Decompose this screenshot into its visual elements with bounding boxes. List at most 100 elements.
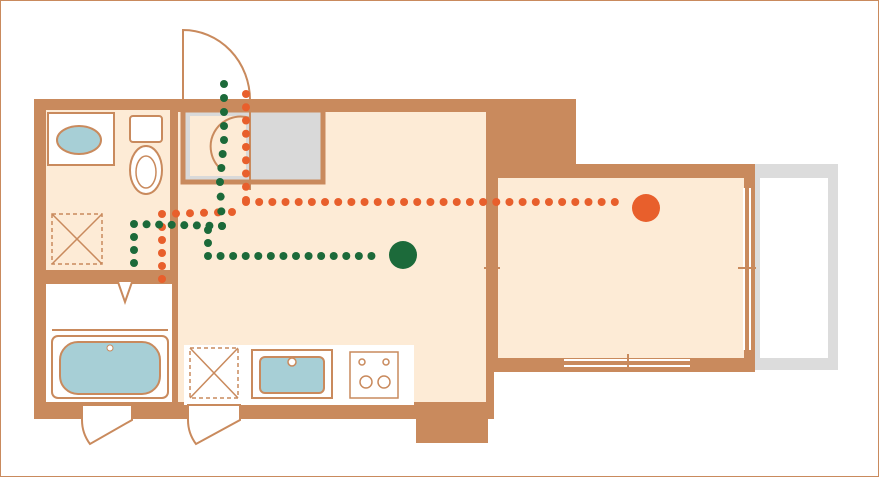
route-dot — [367, 252, 376, 260]
route-dot — [204, 252, 212, 260]
route-dot — [386, 198, 395, 206]
route-dot — [597, 198, 606, 206]
route-dot — [220, 136, 228, 144]
route-dot — [505, 198, 514, 206]
bathroom-outer-door-icon[interactable] — [81, 404, 133, 446]
route-dot — [242, 143, 250, 151]
sliding-partition — [484, 178, 500, 358]
entrance-door-icon[interactable] — [182, 28, 252, 190]
route-dot — [400, 198, 409, 206]
route-dot — [242, 182, 250, 191]
bathtub-icon — [51, 329, 169, 399]
route-dot — [242, 116, 250, 125]
routes-layer — [130, 80, 660, 283]
route-dot — [266, 252, 275, 260]
route-dot — [216, 192, 225, 201]
route-dot — [241, 252, 250, 260]
route-dot — [354, 252, 363, 260]
route-dot — [307, 198, 316, 206]
route-dot — [218, 150, 227, 158]
route-dot — [452, 198, 461, 206]
route-dot — [200, 208, 208, 217]
route-dot — [217, 164, 226, 172]
wash-basin-icon — [47, 112, 115, 166]
route-dot — [155, 220, 164, 229]
route-dot — [228, 208, 236, 216]
route-dot — [373, 198, 382, 206]
route-dot — [242, 129, 250, 138]
route-dot — [242, 103, 250, 112]
route-dot — [242, 169, 250, 178]
route-dot — [360, 198, 369, 206]
route-dot — [254, 252, 263, 260]
route-dot — [304, 252, 313, 260]
bathroom-door-icon — [117, 281, 133, 306]
route-dot — [186, 209, 194, 218]
route-dot — [158, 275, 166, 283]
green-destination-dot — [389, 241, 417, 269]
route-dot — [216, 252, 225, 260]
washing-machine-space-icon — [51, 213, 103, 265]
western-room-floor — [498, 178, 744, 358]
route-dot — [544, 198, 553, 206]
route-dot — [571, 198, 580, 206]
route-dot — [242, 156, 250, 165]
route-dot — [158, 210, 166, 218]
route-dot — [294, 198, 303, 206]
route-dot — [218, 222, 226, 230]
route-dot — [342, 252, 351, 260]
green-route-main — [204, 222, 376, 260]
route-dot — [317, 252, 326, 260]
route-dot — [130, 220, 138, 228]
green-route — [130, 80, 228, 267]
route-dot — [158, 236, 166, 244]
route-dot — [465, 198, 474, 206]
route-dot — [531, 198, 540, 206]
route-dot — [242, 198, 250, 206]
route-dot — [281, 198, 290, 206]
route-dot — [130, 246, 138, 254]
route-dot — [220, 122, 228, 130]
route-dot — [172, 209, 180, 218]
route-dot — [558, 198, 567, 206]
route-dot — [167, 220, 176, 229]
route-dot — [413, 198, 422, 206]
route-dot — [279, 252, 288, 260]
route-dot — [130, 233, 138, 241]
route-dot — [220, 108, 228, 116]
route-dot — [229, 252, 238, 260]
stove-icon — [349, 351, 399, 399]
route-dot — [130, 259, 138, 267]
route-dot — [268, 198, 277, 206]
route-dot — [479, 198, 488, 206]
orange-route-main — [242, 198, 619, 206]
route-dot — [242, 90, 250, 98]
route-dot — [158, 249, 166, 257]
route-dot — [192, 221, 201, 230]
route-dot — [439, 198, 448, 206]
kitchen-sink-icon — [251, 349, 333, 399]
route-dot — [220, 94, 228, 102]
route-dot — [321, 198, 330, 206]
route-dot — [255, 198, 264, 206]
toilet-icon — [129, 115, 163, 195]
route-dot — [518, 198, 527, 206]
route-dot — [329, 252, 338, 260]
route-dot — [217, 207, 226, 216]
route-dot — [292, 252, 300, 260]
route-dot — [347, 198, 356, 206]
route-dot — [180, 221, 189, 230]
window-south — [564, 354, 690, 372]
route-dot — [158, 262, 166, 270]
route-dot — [426, 198, 435, 206]
refrigerator-space-icon — [189, 347, 239, 399]
route-dot — [220, 80, 228, 88]
window-east — [738, 188, 756, 350]
kitchen-door-icon[interactable] — [187, 404, 241, 446]
route-dot — [204, 226, 212, 234]
route-dot — [204, 239, 212, 247]
route-dot — [216, 178, 224, 186]
balcony — [752, 164, 838, 370]
